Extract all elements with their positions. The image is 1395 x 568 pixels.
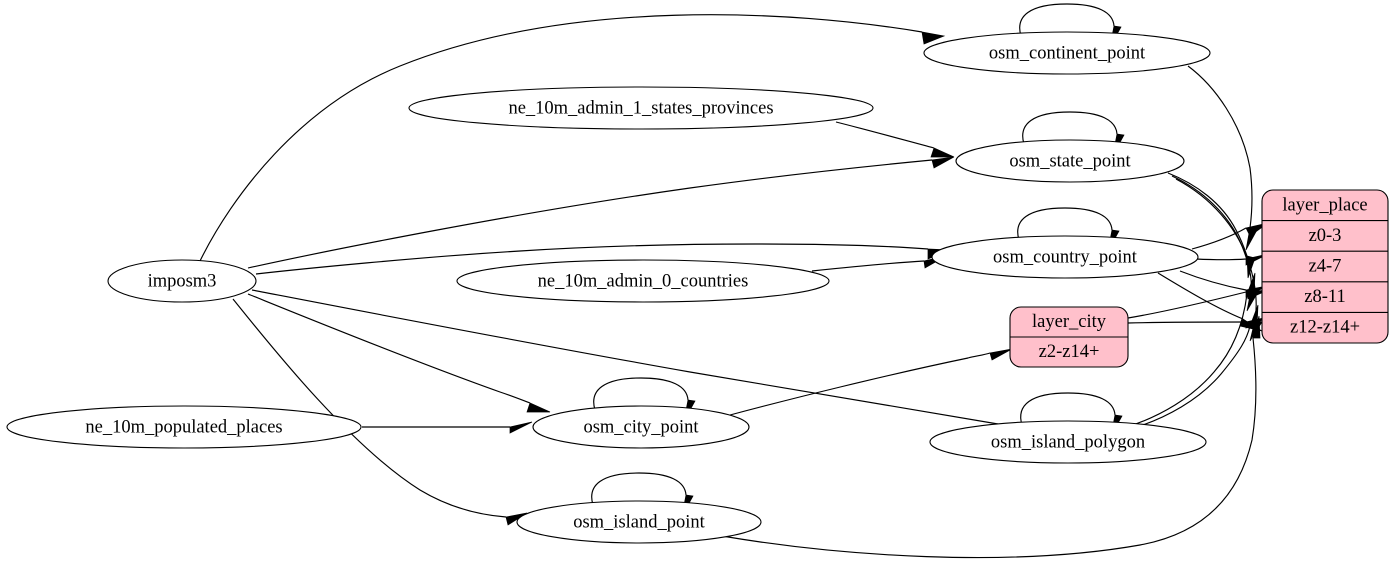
edge-layer (199, 3, 1269, 559)
node-osm_country_point[interactable]: osm_country_point (931, 235, 1199, 279)
edge-imposm3-to-osm_city_point (247, 293, 551, 413)
node-osm_island_point[interactable]: osm_island_point (516, 500, 762, 544)
edge-ne_10m_admin_1_states_provinces-to-osm_state_point (835, 121, 955, 158)
node-ne_10m_admin_0_countries[interactable]: ne_10m_admin_0_countries (456, 259, 830, 303)
layer_place-row-z8-11: z8-11 (1304, 287, 1345, 307)
edge-osm_continent_point-to-layer_place-z0-3 (1187, 65, 1258, 251)
node-osm_island_point-label: osm_island_point (573, 512, 705, 532)
node-ne_10m_admin_1_states_provinces-label: ne_10m_admin_1_states_provinces (508, 98, 773, 118)
layer_city-row-z2-z14plus: z2-z14+ (1039, 342, 1100, 362)
layer_place-row-z0-3: z0-3 (1309, 226, 1342, 246)
node-imposm3[interactable]: imposm3 (107, 259, 257, 303)
edge-osm_island_point-to-layer_place-z12-z14 (721, 315, 1261, 559)
layer_place-row-z4-7: z4-7 (1309, 256, 1342, 276)
edge-osm_state_point-to-layer_place-z8-11 (1171, 175, 1259, 312)
node-imposm3-label: imposm3 (148, 271, 217, 291)
node-osm_country_point-label: osm_country_point (993, 247, 1138, 267)
edge-ne_10m_populated_places-to-osm_city_point (362, 421, 533, 434)
node-osm_island_polygon-label: osm_island_polygon (991, 432, 1145, 452)
edge-osm_island_polygon-to-layer_place-z12-z14 (1133, 304, 1259, 429)
layer_city-title: layer_city (1032, 312, 1107, 332)
node-osm_continent_point-label: osm_continent_point (989, 43, 1146, 63)
node-ne_10m_admin_1_states_provinces[interactable]: ne_10m_admin_1_states_provinces (408, 86, 874, 130)
edge-layer_city-to-layer_place-z12-z14 (1127, 316, 1269, 329)
record-node-layer_city[interactable]: layer_city z2-z14+ (1009, 306, 1129, 368)
edge-osm_city_point-to-layer_city-z2-z14 (729, 348, 1013, 416)
edge-osm_country_point-to-layer_place-z4-7 (1195, 253, 1269, 266)
record-node-layer: layer_place z0-3 z4-7 z8-11 z12-z14+ lay… (1009, 189, 1389, 368)
node-osm_city_point-label: osm_city_point (583, 417, 699, 437)
node-osm_city_point[interactable]: osm_city_point (532, 405, 750, 449)
edge-ne_10m_admin_0_countries-to-osm_country_point (811, 255, 947, 272)
layer_place-title: layer_place (1282, 195, 1367, 215)
node-layer: imposm3 ne_10m_admin_1_states_provinces … (6, 31, 1211, 544)
layer_place-row-z12-z14plus: z12-z14+ (1290, 317, 1360, 337)
node-osm_island_polygon[interactable]: osm_island_polygon (929, 420, 1207, 464)
node-osm_state_point[interactable]: osm_state_point (955, 139, 1185, 183)
node-osm_state_point-label: osm_state_point (1009, 151, 1131, 171)
node-ne_10m_populated_places-label: ne_10m_populated_places (85, 417, 282, 437)
edge-imposm3-to-osm_continent_point (199, 14, 946, 262)
edge-osm_island_polygon-to-layer_place-z8-11 (1129, 272, 1256, 427)
node-osm_continent_point[interactable]: osm_continent_point (923, 31, 1211, 75)
edge-imposm3-to-osm_state_point (247, 156, 955, 269)
edge-osm_country_point-to-layer_place-z0-3 (1191, 222, 1269, 250)
node-ne_10m_admin_0_countries-label: ne_10m_admin_0_countries (538, 271, 749, 291)
node-ne_10m_populated_places[interactable]: ne_10m_populated_places (6, 405, 362, 449)
record-node-layer_place[interactable]: layer_place z0-3 z4-7 z8-11 z12-z14+ (1261, 189, 1389, 344)
